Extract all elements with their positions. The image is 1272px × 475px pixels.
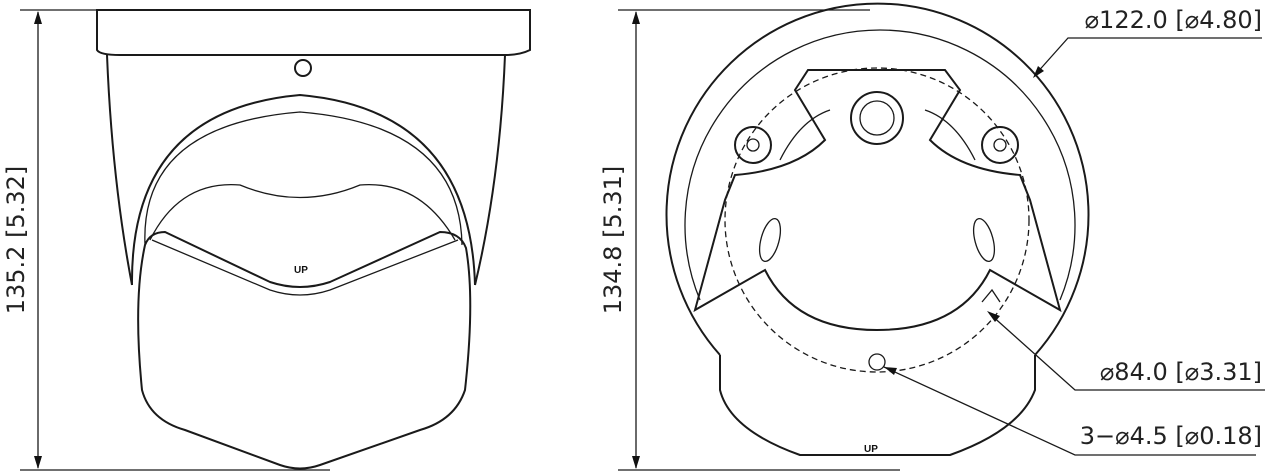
arrow-mark-icon	[981, 288, 1001, 303]
mount-hole-circle	[724, 67, 1030, 373]
outer-diameter-label: ⌀122.0 [⌀4.80]	[1085, 6, 1262, 34]
outer-circle	[665, 2, 1090, 356]
bottom-up-label: UP	[864, 444, 878, 455]
visor-outer	[130, 93, 476, 286]
side-height-label: 135.2 [5.32]	[2, 166, 30, 315]
side-up-label: UP	[294, 265, 308, 276]
mount-hole-left	[734, 126, 772, 164]
side-view: 135.2 [5.32] UP	[2, 9, 531, 471]
arrow-up-icon	[34, 11, 42, 24]
housing-ridge	[151, 239, 459, 296]
top-cap	[96, 9, 531, 56]
mount-circle-leader	[989, 313, 1265, 391]
arrow-icon	[1033, 66, 1044, 78]
lens-housing	[137, 230, 472, 470]
slot-left	[758, 217, 782, 263]
mount-hole-left-inner	[746, 138, 760, 152]
inner-rim	[684, 29, 1076, 301]
housing-top-edge	[149, 183, 456, 241]
mounting-bracket	[693, 69, 1062, 332]
arrow-icon	[987, 311, 1000, 322]
screw-icon	[294, 59, 312, 77]
arrow-up-icon	[632, 11, 640, 24]
arrow-down-icon	[632, 456, 640, 469]
outer-diameter-leader	[1034, 37, 1262, 76]
mount-hole-right-inner	[993, 138, 1007, 152]
body-outline	[106, 54, 506, 286]
bottom-view: 134.8 [5.31] UP ⌀122.0 [⌀4.80] ⌀84.0 [⌀3…	[599, 2, 1265, 471]
mount-circle-label: ⌀84.0 [⌀3.31]	[1100, 358, 1262, 386]
mount-holes-leader	[883, 366, 1256, 456]
arrow-icon	[884, 367, 897, 375]
mount-hole-bottom	[868, 353, 886, 371]
base-mount	[719, 355, 1036, 456]
center-cable-hole-inner	[859, 100, 895, 136]
visor-inner	[144, 111, 463, 246]
bracket-inner-edges	[779, 109, 976, 161]
slot-right	[972, 217, 996, 263]
center-cable-hole	[850, 91, 904, 145]
bottom-height-label: 134.8 [5.31]	[599, 166, 627, 315]
arrow-down-icon	[34, 456, 42, 469]
mount-holes-label: 3−⌀4.5 [⌀0.18]	[1080, 422, 1262, 450]
mount-hole-right	[981, 126, 1019, 164]
